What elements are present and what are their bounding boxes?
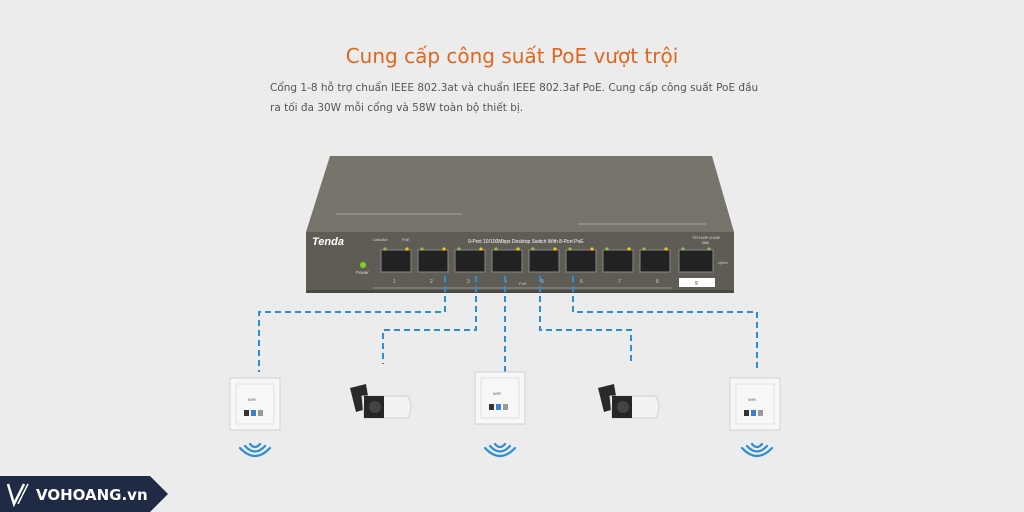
uplink-label: Uplink bbox=[718, 261, 728, 265]
port-9-label: 9 bbox=[695, 281, 698, 287]
power-led bbox=[360, 262, 366, 268]
port-9: 9 bbox=[678, 247, 715, 287]
switch-brand: Tenda bbox=[312, 236, 344, 248]
poe-links bbox=[258, 276, 758, 372]
switch-wattage: 58W bbox=[702, 241, 710, 245]
switch-model-code: TEF1109P-8-63W bbox=[692, 236, 721, 240]
wifi-access-point-1: WiFi bbox=[229, 377, 281, 431]
poe-label: PoE bbox=[402, 237, 410, 242]
port-5-label: 5 bbox=[541, 279, 544, 285]
wifi-signal-icon-1 bbox=[238, 442, 272, 458]
port-2-label: 2 bbox=[430, 279, 433, 285]
linkact-label: Link/Act bbox=[373, 237, 388, 242]
port-7-label: 7 bbox=[618, 279, 621, 285]
vohoang-logo: VOHOANG.vn bbox=[0, 476, 168, 512]
wifi-signal-icon-3 bbox=[740, 442, 774, 458]
switch-top bbox=[306, 156, 734, 232]
port-1: 1 bbox=[380, 247, 412, 285]
port-2: 2 bbox=[417, 247, 449, 285]
port-8-label: 8 bbox=[656, 279, 659, 285]
power-label: Power bbox=[356, 270, 369, 275]
port-1-label: 1 bbox=[393, 279, 396, 285]
page-description: Cổng 1-8 hỗ trợ chuẩn IEEE 802.3at và ch… bbox=[270, 82, 759, 114]
port-8: 8 bbox=[639, 247, 671, 285]
wifi-access-point-2: WiFi bbox=[474, 371, 526, 425]
ip-camera-2 bbox=[598, 384, 660, 419]
poe-bar-label: PoE bbox=[519, 281, 527, 286]
port-7: 7 bbox=[602, 247, 634, 285]
wifi-signal-icon-2 bbox=[483, 442, 517, 458]
wifi-label-1: WiFi bbox=[248, 397, 256, 402]
port-5: 5 bbox=[528, 247, 560, 285]
wifi-access-point-3: WiFi bbox=[729, 377, 781, 431]
logo-text: VOHOANG.vn bbox=[36, 486, 148, 504]
page-title: Cung cấp công suất PoE vượt trội bbox=[345, 44, 679, 68]
wifi-label-2: WiFi bbox=[493, 391, 501, 396]
ip-camera-1 bbox=[350, 384, 412, 419]
wifi-label-3: WiFi bbox=[748, 397, 756, 402]
port-6-label: 6 bbox=[580, 279, 583, 285]
switch-model-desc: 9-Port 10/100Mbps Desktop Switch With 8-… bbox=[468, 239, 584, 245]
port-3: 3 bbox=[454, 247, 486, 285]
port-3-label: 3 bbox=[467, 279, 470, 285]
port-6: 6 bbox=[565, 247, 597, 285]
